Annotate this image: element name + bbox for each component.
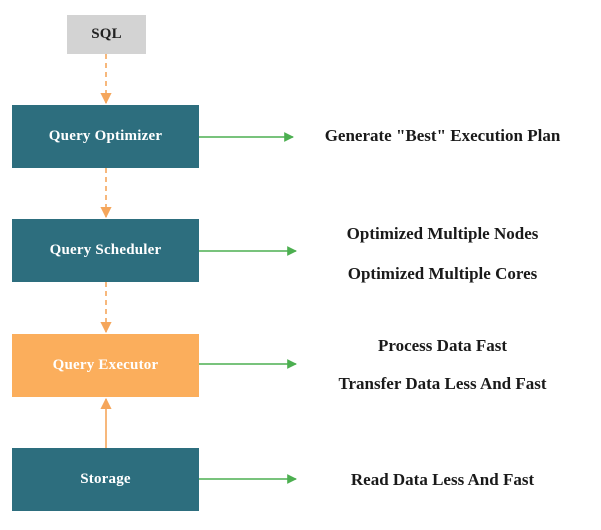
executor-description-process: Process Data Fast	[377, 336, 508, 355]
query-optimizer-node: Query Optimizer	[12, 105, 199, 168]
query-optimizer-label: Query Optimizer	[48, 128, 163, 144]
storage-label: Storage	[80, 471, 131, 487]
query-scheduler-node: Query Scheduler	[12, 219, 199, 282]
scheduler-description-cores: Optimized Multiple Cores	[347, 264, 538, 283]
scheduler-description-nodes: Optimized Multiple Nodes	[346, 224, 539, 243]
executor-description-transfer: Transfer Data Less And Fast	[338, 374, 547, 393]
sql-node: SQL	[67, 15, 146, 54]
query-executor-label: Query Executor	[52, 357, 159, 373]
query-executor-node: Query Executor	[12, 334, 199, 397]
storage-description: Read Data Less And Fast	[350, 470, 535, 489]
storage-node: Storage	[12, 448, 199, 511]
query-scheduler-label: Query Scheduler	[49, 242, 162, 258]
optimizer-description: Generate "Best" Execution Plan	[324, 126, 561, 145]
sql-node-label: SQL	[91, 26, 122, 42]
